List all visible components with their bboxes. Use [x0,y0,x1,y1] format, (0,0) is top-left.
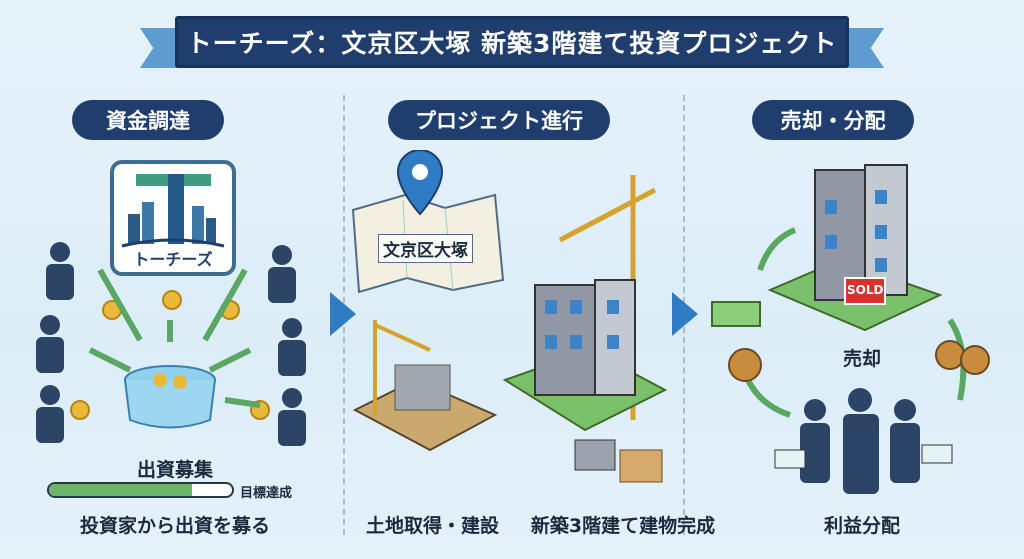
step-label-fundraising: 出資募集 [136,459,213,481]
company-logo: トーチーズ [110,160,236,276]
funding-progress-fill [49,484,192,496]
progress-label: 目標達成 [240,486,293,501]
section-header-sale: 売却・分配 [752,100,914,140]
flow-arrow-icon [330,292,356,336]
logo-text: トーチーズ [133,250,213,269]
investors-illustration [36,242,306,446]
sold-sign: SOLD [847,283,884,297]
step-label-sale: 売却 [842,348,881,370]
caption-building-complete: 新築3階建て建物完成 [530,515,716,537]
caption-land-construction: 土地取得・建設 [365,515,499,537]
funding-progress-bar [47,482,234,498]
flow-arrow-icon [672,292,698,336]
section-header-funding: 資金調達 [72,100,224,140]
sale-distribution-illustration [711,164,990,494]
construction-illustration [351,150,668,483]
caption-profit-distribution: 利益分配 [823,515,900,537]
caption-fundraising: 投資家から出資を募る [79,515,270,537]
logo-buildings-icon [121,174,225,248]
section-header-project: プロジェクト進行 [388,100,610,140]
page-title: トーチーズ：文京区大塚 新築3階建て投資プロジェクト [175,16,849,68]
map-location-label: 文京区大塚 [378,234,473,263]
